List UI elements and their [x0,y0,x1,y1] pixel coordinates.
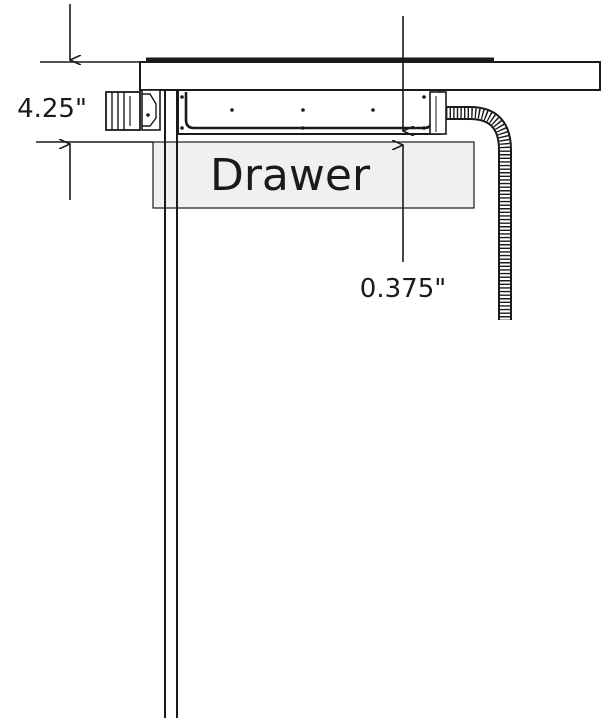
flexible-conduit [446,106,512,320]
countertop [139,57,601,91]
gap-dimension-label: 0.375" [360,274,446,304]
height-dimension-label: 4.25" [17,94,87,124]
drawer-label: Drawer [210,150,371,201]
cooktop-body [105,89,447,135]
height-dimension [36,4,153,200]
drawer: Drawer [152,141,475,209]
cooktop-screws [146,95,426,130]
